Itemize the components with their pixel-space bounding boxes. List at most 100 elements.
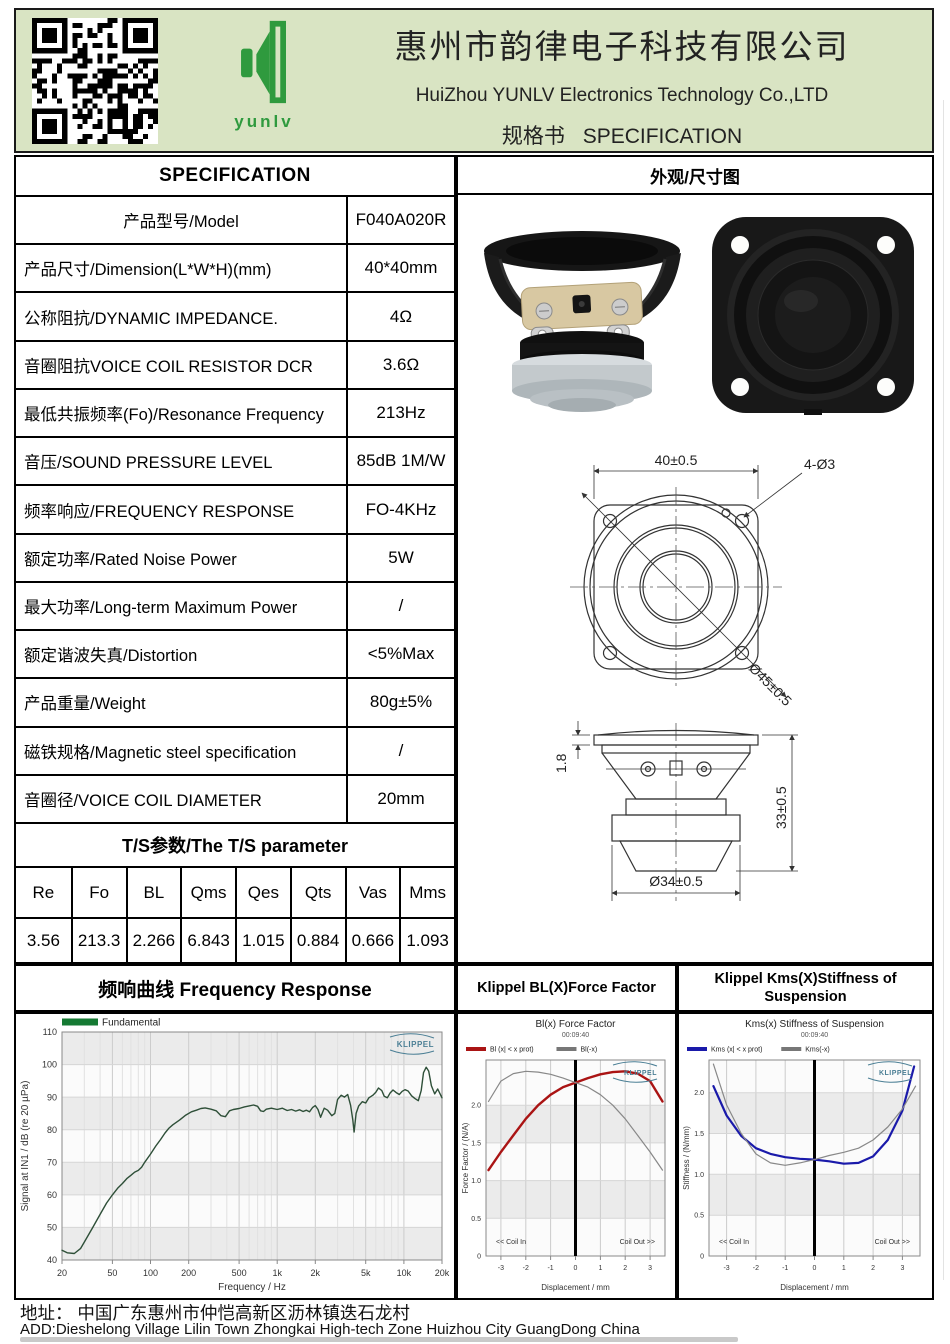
ts-header-cell: Re — [32, 882, 55, 902]
svg-text:Fundamental: Fundamental — [102, 1018, 160, 1029]
svg-text:0: 0 — [813, 1265, 817, 1272]
spec-row-label: 音圈径/VOICE COIL DIAMETER — [24, 791, 262, 810]
spec-row-value: 40*40mm — [346, 245, 454, 292]
svg-text:1: 1 — [842, 1265, 846, 1272]
svg-text:2: 2 — [623, 1265, 627, 1272]
ts-header-cell: Qts — [289, 868, 345, 917]
address-en: ADD:Dieshelong Village Lilin Town Zhongk… — [20, 1321, 640, 1338]
spec-row: 磁铁规格/Magnetic steel specification / — [16, 725, 454, 774]
spec-row: 额定谐波失真/Distortion <5%Max — [16, 629, 454, 678]
spec-row-label: 最低共振频率(Fo)/Resonance Frequency — [24, 406, 324, 425]
doc-type-en: SPECIFICATION — [582, 125, 743, 148]
ts-header-cell: Fo — [70, 868, 126, 917]
spec-row: 最低共振频率(Fo)/Resonance Frequency 213Hz — [16, 387, 454, 437]
spec-row-label: 最大功率/Long-term Maximum Power — [24, 598, 298, 617]
svg-text:2: 2 — [871, 1265, 875, 1272]
ts-value-cell: 0.666 — [344, 919, 400, 962]
svg-text:1.0: 1.0 — [694, 1172, 704, 1179]
dim-width-label: 40±0.5 — [655, 452, 698, 468]
header-text: 惠州市韵律电子科技有限公司 HuiZhou YUNLV Electronics … — [318, 20, 926, 150]
horizontal-scrollbar[interactable] — [20, 1337, 738, 1342]
speaker-front-photo — [712, 217, 914, 415]
svg-text:110: 110 — [43, 1027, 57, 1037]
spec-row-value: 20mm — [346, 775, 454, 823]
svg-text:Signal at IN1 / dB (re 20 µPa): Signal at IN1 / dB (re 20 µPa) — [20, 1081, 31, 1212]
svg-text:-3: -3 — [723, 1265, 729, 1272]
spec-row-label: 产品重量/Weight — [24, 695, 146, 714]
svg-text:1: 1 — [598, 1265, 602, 1272]
svg-text:KLIPPEL: KLIPPEL — [397, 1040, 434, 1049]
svg-text:1k: 1k — [272, 1268, 282, 1278]
spec-row-label: 产品型号/Model — [123, 213, 239, 232]
svg-text:KLIPPEL: KLIPPEL — [624, 1070, 657, 1077]
ts-value-cell: 1.093 — [399, 919, 454, 962]
svg-text:80: 80 — [47, 1125, 57, 1135]
spec-row: 产品型号/Model F040A020R — [16, 195, 454, 244]
dim-bottom-label: Ø34±0.5 — [649, 873, 703, 889]
ts-value-cell: 213.3 — [70, 919, 126, 962]
svg-text:-1: -1 — [782, 1265, 788, 1272]
company-name-en: HuiZhou YUNLV Electronics Technology Co.… — [415, 85, 829, 106]
ts-value-cell: 0.884 — [289, 919, 345, 962]
svg-text:Force Factor / (N/A): Force Factor / (N/A) — [461, 1122, 470, 1193]
svg-text:40: 40 — [47, 1255, 57, 1265]
svg-text:-3: -3 — [498, 1265, 504, 1272]
spec-row-label: 额定谐波失真/Distortion — [24, 647, 198, 666]
svg-text:50: 50 — [107, 1268, 117, 1278]
svg-text:0: 0 — [574, 1265, 578, 1272]
svg-text:500: 500 — [232, 1268, 247, 1278]
spec-row-value: 3.6Ω — [346, 341, 454, 388]
svg-text:Displacement / mm: Displacement / mm — [780, 1283, 849, 1292]
svg-text:20k: 20k — [435, 1268, 450, 1278]
ts-value-cell: 3.56 — [26, 930, 60, 950]
ts-header-cell: Mms — [399, 868, 454, 917]
page-edge-line — [943, 100, 944, 1280]
spec-row-label: 额定功率/Rated Noise Power — [24, 550, 237, 569]
svg-text:<< Coil In: << Coil In — [496, 1239, 526, 1246]
ts-table-title: T/S参数/The T/S parameter — [16, 822, 454, 866]
svg-text:2.0: 2.0 — [471, 1103, 481, 1110]
svg-text:00:09:40: 00:09:40 — [562, 1032, 589, 1039]
svg-text:50: 50 — [47, 1223, 57, 1233]
spec-row-label: 磁铁规格/Magnetic steel specification — [24, 743, 297, 762]
svg-text:0: 0 — [700, 1253, 704, 1260]
spec-row-value: FO-4KHz — [346, 486, 454, 533]
svg-text:Bl(x) Force Factor: Bl(x) Force Factor — [535, 1019, 616, 1030]
spec-row-value: / — [346, 582, 454, 630]
svg-text:Bl(-x): Bl(-x) — [580, 1047, 597, 1054]
spec-row-value: F040A020R — [346, 197, 454, 244]
spec-row: 音圈径/VOICE COIL DIAMETER 20mm — [16, 773, 454, 823]
spec-row-value: 85dB 1M/W — [346, 438, 454, 485]
svg-text:200: 200 — [181, 1268, 196, 1278]
spec-row-value: <5%Max — [346, 631, 454, 678]
ts-header-cell: Qes — [235, 868, 290, 917]
svg-text:60: 60 — [47, 1190, 57, 1200]
doc-type-title: 规格书 SPECIFICATION — [318, 120, 926, 150]
svg-text:00:09:40: 00:09:40 — [801, 1032, 828, 1039]
spec-row: 最大功率/Long-term Maximum Power / — [16, 580, 454, 630]
spec-row-value: 213Hz — [346, 389, 454, 437]
spec-row-value: / — [346, 727, 454, 774]
ts-value-cell: 6.843 — [180, 919, 235, 962]
svg-text:2k: 2k — [311, 1268, 321, 1278]
svg-text:-2: -2 — [523, 1265, 529, 1272]
svg-text:Displacement / mm: Displacement / mm — [541, 1283, 610, 1292]
svg-text:Stiffness / (N/mm): Stiffness / (N/mm) — [682, 1126, 691, 1190]
svg-text:10k: 10k — [397, 1268, 412, 1278]
svg-text:20: 20 — [57, 1268, 67, 1278]
svg-text:70: 70 — [47, 1157, 57, 1167]
spec-row: 产品尺寸/Dimension(L*W*H)(mm)40*40mm — [16, 243, 454, 292]
spec-row-label: 公称阻抗/DYNAMIC IMPEDANCE. — [24, 309, 278, 328]
bl-chart-header: Klippel BL(X)Force Factor — [456, 964, 677, 1012]
ts-value-cell: 2.266 — [125, 919, 181, 962]
dimension-drawing: 40±0.5 4-Ø3 Ø45±0.5 1.8 33±0.5 Ø34±0.5 — [553, 452, 835, 901]
